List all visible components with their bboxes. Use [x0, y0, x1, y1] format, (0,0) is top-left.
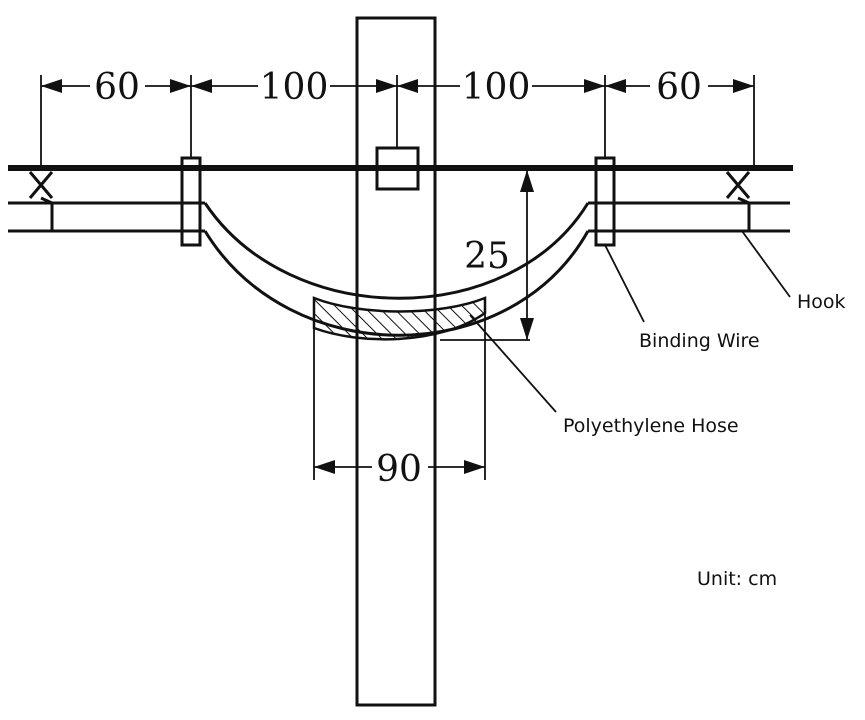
dim-hose-length: 90: [313, 300, 486, 490]
left-hook: [28, 171, 54, 231]
binding-wire-leader: [604, 244, 645, 323]
dim-left-outer: 60: [41, 67, 191, 108]
dim-label-hose-length: 90: [376, 449, 422, 490]
dim-left-inner: 100: [191, 67, 397, 108]
pole: [355, 16, 437, 707]
dim-sag-depth: 25: [440, 170, 534, 341]
polyethylene-hose-section: [312, 296, 487, 341]
label-hook: Hook: [797, 291, 846, 313]
right-hook: [725, 171, 751, 231]
dim-label-left-outer: 60: [94, 67, 140, 108]
dim-right-inner: 100: [397, 67, 605, 108]
label-binding-wire: Binding Wire: [639, 330, 760, 352]
hook-leader: [741, 230, 791, 298]
dim-label-right-inner: 100: [462, 67, 531, 108]
label-unit: Unit: cm: [697, 568, 777, 590]
hose-leader: [469, 314, 557, 413]
label-polyethylene-hose: Polyethylene Hose: [563, 415, 739, 437]
dim-right-outer: 60: [605, 67, 754, 108]
dim-label-sag-depth: 25: [464, 236, 510, 277]
dim-label-left-inner: 100: [260, 67, 329, 108]
dim-label-right-outer: 60: [656, 67, 702, 108]
cable-sag-upper: [203, 202, 590, 300]
